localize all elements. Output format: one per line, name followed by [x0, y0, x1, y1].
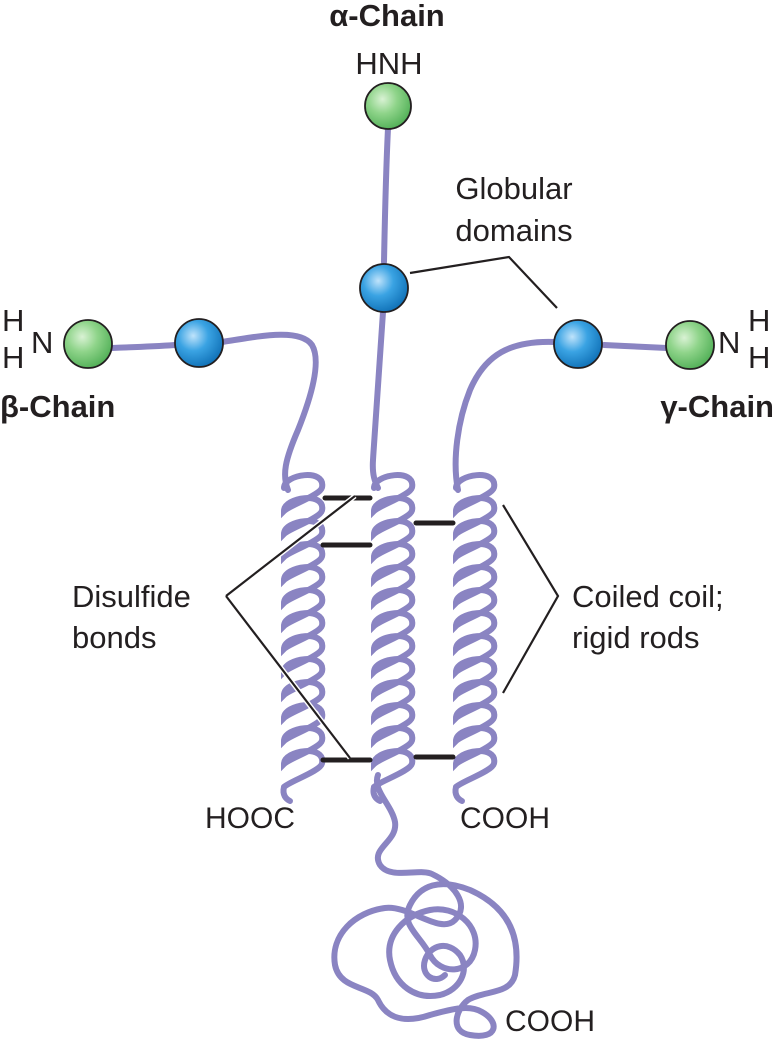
- alpha-chain-lower: [369, 309, 386, 491]
- coiled-coil-bracket: [502, 504, 560, 694]
- gamma-chain-linker: [601, 342, 670, 351]
- alpha-helix: [370, 472, 416, 790]
- coiled-coil-label-line1: Coiled coil;: [572, 579, 724, 614]
- beta-nterm-h-bottom: H: [2, 340, 24, 375]
- gamma-chain-upper: [452, 338, 559, 493]
- beta-terminal-domain: [63, 319, 113, 369]
- gamma-nterm-h-top: H: [748, 303, 770, 338]
- beta-helix: [280, 472, 326, 790]
- disulfide-bonds-label-line1: Disulfide: [72, 579, 191, 614]
- beta-globular-domain: [174, 318, 224, 368]
- disulfide-bonds-label-line2: bonds: [72, 620, 156, 655]
- alpha-chain-tail: [331, 772, 520, 1039]
- beta-nterm-n: N: [31, 325, 53, 360]
- leader-lines: [224, 255, 560, 760]
- beta-chain-lower: [219, 331, 319, 493]
- alpha-cterm-label: COOH: [505, 1005, 595, 1038]
- disulfide-leader-upper: [225, 495, 356, 597]
- gamma-terminal-domain: [665, 320, 715, 370]
- globular-domains-leader: [409, 255, 558, 309]
- globular-domains-label-line2: domains: [455, 213, 572, 248]
- gamma-helix: [452, 472, 498, 790]
- beta-chain-label: β-Chain: [0, 389, 115, 424]
- gamma-chain-label: γ-Chain: [660, 389, 774, 424]
- coiled-coil-helices: [280, 472, 498, 804]
- gamma-nterm-h-bottom: H: [748, 340, 770, 375]
- gamma-globular-domain: [553, 319, 603, 369]
- domain-balls: [63, 82, 715, 370]
- globular-domains-label-line1: Globular: [455, 171, 572, 206]
- alpha-terminal-domain: [364, 82, 412, 130]
- coiled-coil-label-line2: rigid rods: [572, 620, 700, 655]
- beta-cterm-label: HOOC: [205, 802, 295, 835]
- chain-backbones: [109, 125, 670, 1039]
- alpha-helix-tail: [370, 784, 383, 804]
- alpha-nterm-label: HNH: [355, 46, 422, 81]
- beta-helix-tail: [280, 784, 293, 804]
- alpha-globular-domain: [359, 263, 409, 313]
- gamma-helix-tail: [452, 784, 465, 804]
- gamma-nterm-n: N: [718, 325, 740, 360]
- beta-nterm-h-top: H: [2, 303, 24, 338]
- alpha-chain-upper: [381, 125, 391, 265]
- beta-chain-linker: [109, 342, 178, 351]
- alpha-chain-label: α-Chain: [329, 0, 445, 33]
- disulfide-bonds: [320, 495, 456, 763]
- gamma-cterm-label: COOH: [460, 802, 550, 835]
- disulfide-leader-lower: [225, 595, 351, 759]
